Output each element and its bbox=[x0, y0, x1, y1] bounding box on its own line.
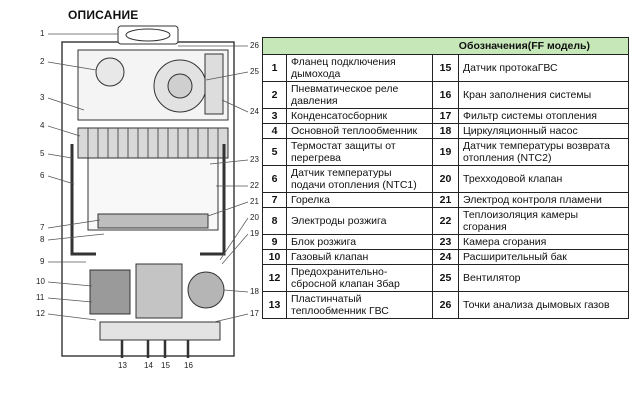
callout-10: 10 bbox=[36, 277, 45, 286]
legend-row: 13 Пластинчатый теплообменник ГВС 26 Точ… bbox=[262, 291, 629, 319]
callout-6: 6 bbox=[40, 171, 45, 180]
legend-text: Предохранительно-сбросной клапан 3бар bbox=[286, 264, 433, 292]
callout-9: 9 bbox=[40, 257, 45, 266]
circulation-pump bbox=[187, 271, 225, 309]
plate-heat-exchanger bbox=[135, 263, 183, 319]
legend-num: 3 bbox=[262, 108, 287, 124]
legend-row: 6 Датчик температуры подачи отопления (N… bbox=[262, 165, 629, 193]
callout-19: 19 bbox=[250, 229, 259, 238]
callout-20: 20 bbox=[250, 213, 259, 222]
legend-text: Камера сгорания bbox=[458, 234, 629, 250]
legend-num: 16 bbox=[432, 81, 459, 109]
legend-num: 6 bbox=[262, 165, 287, 193]
legend-row: 9 Блок розжига 23 Камера сгорания bbox=[262, 234, 629, 250]
legend-row: 12 Предохранительно-сбросной клапан 3бар… bbox=[262, 264, 629, 292]
callout-16: 16 bbox=[184, 361, 193, 370]
legend-row: 2 Пневматическое реле давления 16 Кран з… bbox=[262, 81, 629, 109]
legend-num: 19 bbox=[432, 138, 459, 166]
legend-text: Теплоизоляция камеры сгорания bbox=[458, 207, 629, 235]
callout-26: 26 bbox=[250, 41, 259, 50]
legend-num: 17 bbox=[432, 108, 459, 124]
legend-num: 20 bbox=[432, 165, 459, 193]
legend-num: 7 bbox=[262, 192, 287, 208]
boiler-diagram: 1 2 3 4 5 6 7 8 9 10 11 12 26 25 24 23 2… bbox=[36, 25, 259, 370]
legend-text: Пластинчатый теплообменник ГВС bbox=[286, 291, 433, 319]
legend-text: Электрод контроля пламени bbox=[458, 192, 629, 208]
legend-row: 10 Газовый клапан 24 Расширительный бак bbox=[262, 249, 629, 265]
legend-text: Трехходовой клапан bbox=[458, 165, 629, 193]
callout-14: 14 bbox=[144, 361, 153, 370]
legend-text: Датчик температуры подачи отопления (NTC… bbox=[286, 165, 433, 193]
legend-text: Фильтр системы отопления bbox=[458, 108, 629, 124]
legend-text: Конденсатосборник bbox=[286, 108, 433, 124]
legend-num: 1 bbox=[262, 54, 287, 82]
legend-num: 9 bbox=[262, 234, 287, 250]
legend-num: 4 bbox=[262, 123, 287, 139]
page-title: ОПИСАНИЕ bbox=[68, 8, 139, 22]
legend-num: 22 bbox=[432, 207, 459, 235]
legend-text: Термостат защиты от перегрева bbox=[286, 138, 433, 166]
callout-23: 23 bbox=[250, 155, 259, 164]
legend-num: 13 bbox=[262, 291, 287, 319]
legend-text: Электроды розжига bbox=[286, 207, 433, 235]
legend-num: 2 bbox=[262, 81, 287, 109]
bottom-manifold bbox=[99, 321, 221, 341]
legend-row: 4 Основной теплообменник 18 Циркуляционн… bbox=[262, 123, 629, 139]
expansion-tank bbox=[204, 53, 224, 115]
callout-7: 7 bbox=[40, 223, 45, 232]
callout-12: 12 bbox=[36, 309, 45, 318]
callout-24: 24 bbox=[250, 107, 259, 116]
main-heat-exchanger bbox=[77, 127, 229, 159]
legend-text: Блок розжига bbox=[286, 234, 433, 250]
legend-text: Циркуляционный насос bbox=[458, 123, 629, 139]
legend-num: 15 bbox=[432, 54, 459, 82]
legend-text: Точки анализа дымовых газов bbox=[458, 291, 629, 319]
gas-valve bbox=[89, 269, 131, 315]
callout-3: 3 bbox=[40, 93, 45, 102]
callout-5: 5 bbox=[40, 149, 45, 158]
legend-num: 18 bbox=[432, 123, 459, 139]
legend-row: 3 Конденсатосборник 17 Фильтр системы от… bbox=[262, 108, 629, 124]
callout-22: 22 bbox=[250, 181, 259, 190]
legend-num: 5 bbox=[262, 138, 287, 166]
legend-row: 5 Термостат защиты от перегрева 19 Датчи… bbox=[262, 138, 629, 166]
callout-8: 8 bbox=[40, 235, 45, 244]
legend-num: 10 bbox=[262, 249, 287, 265]
legend-num: 24 bbox=[432, 249, 459, 265]
burner bbox=[97, 213, 209, 229]
legend-row: 8 Электроды розжига 22 Теплоизоляция кам… bbox=[262, 207, 629, 235]
legend-row: 1 Фланец подключения дымохода 15 Датчик … bbox=[262, 54, 629, 82]
legend-text: Датчик протокаГВС bbox=[458, 54, 629, 82]
legend-text: Датчик температуры возврата отопления (N… bbox=[458, 138, 629, 166]
pressure-switch bbox=[95, 57, 125, 87]
legend-text: Горелка bbox=[286, 192, 433, 208]
legend-text: Пневматическое реле давления bbox=[286, 81, 433, 109]
callout-2: 2 bbox=[40, 57, 45, 66]
callout-13: 13 bbox=[118, 361, 127, 370]
legend-table: Обозначения(FF модель) 1 Фланец подключе… bbox=[262, 37, 629, 319]
legend-text: Вентилятор bbox=[458, 264, 629, 292]
callout-21: 21 bbox=[250, 197, 259, 206]
legend-row: 7 Горелка 21 Электрод контроля пламени bbox=[262, 192, 629, 208]
callout-11: 11 bbox=[36, 293, 45, 302]
legend-num: 26 bbox=[432, 291, 459, 319]
legend-text: Фланец подключения дымохода bbox=[286, 54, 433, 82]
callout-4: 4 bbox=[40, 121, 45, 130]
legend-text: Кран заполнения системы bbox=[458, 81, 629, 109]
legend-num: 12 bbox=[262, 264, 287, 292]
callout-15: 15 bbox=[161, 361, 170, 370]
callout-17: 17 bbox=[250, 309, 259, 318]
callout-25: 25 bbox=[250, 67, 259, 76]
legend-num: 25 bbox=[432, 264, 459, 292]
legend-text: Расширительный бак bbox=[458, 249, 629, 265]
callout-18: 18 bbox=[250, 287, 259, 296]
callout-1: 1 bbox=[40, 29, 45, 38]
legend-num: 8 bbox=[262, 207, 287, 235]
legend-text: Основной теплообменник bbox=[286, 123, 433, 139]
legend-text: Газовый клапан bbox=[286, 249, 433, 265]
legend-num: 21 bbox=[432, 192, 459, 208]
legend-header: Обозначения(FF модель) bbox=[262, 37, 629, 55]
legend-num: 23 bbox=[432, 234, 459, 250]
